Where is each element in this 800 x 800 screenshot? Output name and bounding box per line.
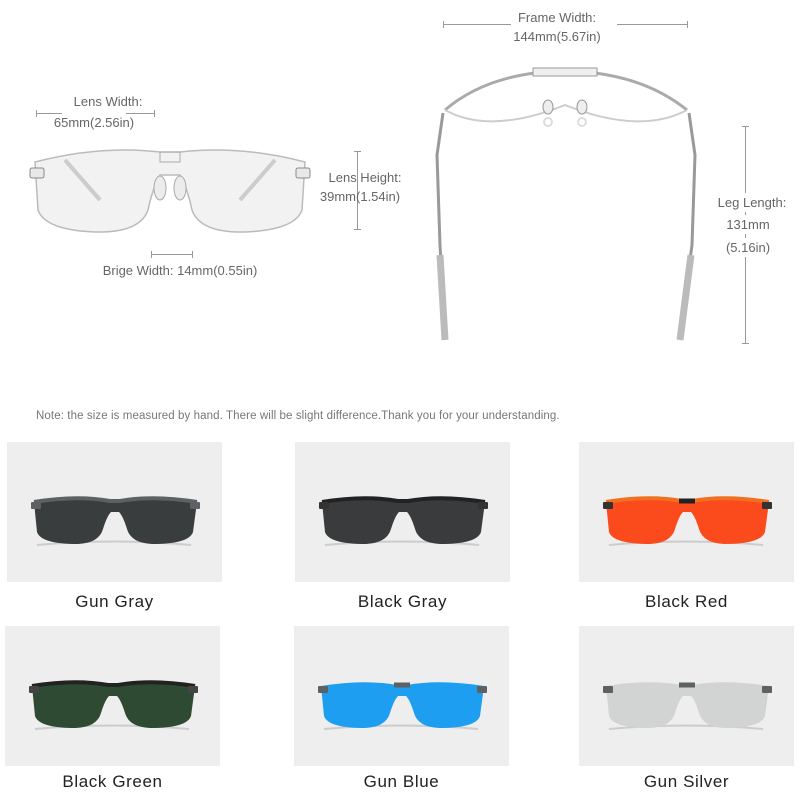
variant-label: Black Gray [357,592,448,611]
leg-length-arrow [745,126,746,344]
bridge-width-arrow [151,254,193,255]
sunglasses-black-green-icon [29,680,198,730]
sunglasses-black-red-icon [603,496,772,546]
lens-width-label: Lens Width: [73,94,143,109]
bridge-width-label: Brige Width: 14mm(0.55in) [102,263,258,278]
variant-label: Black Green [62,772,163,791]
sunglasses-gun-gray-icon [31,496,200,546]
sunglasses-gun-blue-icon [318,682,487,730]
variant-card-gun-silver[interactable] [579,626,794,766]
tick [192,251,193,258]
measurement-note: Note: the size is measured by hand. Ther… [36,410,560,422]
tick [687,21,688,28]
front-glasses-outline-icon [20,140,320,240]
tick [354,151,361,152]
tick [151,251,152,258]
variant-card-gun-blue[interactable] [294,626,509,766]
variant-label: Gun Silver [643,772,730,791]
leg-length-in: (5.16in) [718,238,778,257]
tick [354,229,361,230]
frame-width-arrow-right [617,24,687,25]
tick [443,21,444,28]
variant-card-gun-gray[interactable] [7,442,222,582]
variant-card-black-gray[interactable] [295,442,510,582]
tick [154,110,155,117]
tick [742,126,749,127]
lens-height-label: Lens Height: [328,170,402,185]
frame-width-value: 144mm(5.67in) [513,29,601,44]
sunglasses-gun-silver-icon [603,682,772,730]
sunglasses-black-gray-icon [319,496,488,546]
lens-height-value: 39mm(1.54in) [319,189,401,204]
variant-card-black-green[interactable] [5,626,220,766]
frame-width-label: Frame Width: [517,10,596,25]
variant-label: Gun Blue [363,772,440,791]
leg-length-mm: 131mm [720,215,776,234]
tick [742,343,749,344]
tick [36,110,37,117]
variant-label: Gun Gray [75,592,154,611]
lens-width-arrow-left [36,113,62,114]
frame-width-arrow-left [443,24,511,25]
lens-width-arrow-right [126,113,154,114]
lens-height-arrow [357,151,358,229]
top-glasses-outline-icon [430,65,700,350]
lens-width-value: 65mm(2.56in) [53,115,135,130]
leg-length-label: Leg Length: [712,193,792,212]
variant-label: Black Red [645,592,728,611]
variant-card-black-red[interactable] [579,442,794,582]
